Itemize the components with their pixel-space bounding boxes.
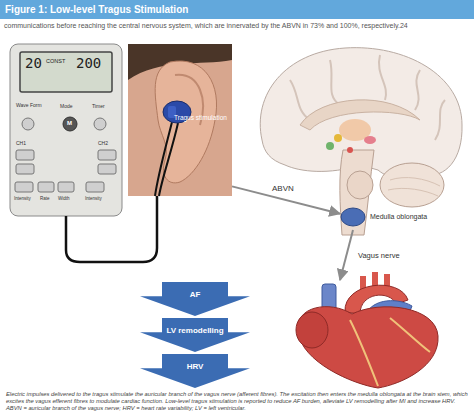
stimulator-device [20, 52, 112, 92]
stimulator-device [16, 164, 34, 174]
heart-illustration [390, 318, 430, 352]
brain-region: Medulla oblongata [340, 207, 366, 227]
cable [66, 196, 157, 262]
brain-illustration [326, 142, 334, 150]
effect-label: HRV [140, 362, 250, 372]
button-label: Timer [92, 104, 105, 110]
lcd-reading: 20 [25, 55, 42, 71]
brain-illustration [347, 147, 353, 153]
heart-illustration [372, 272, 378, 286]
channel-label: CH1 [16, 141, 26, 147]
figure-caption: Electric impulses delivered to the tragu… [6, 391, 468, 412]
stimulator-device [16, 150, 34, 160]
button-label: M [67, 120, 72, 127]
brain-illustration [347, 171, 373, 199]
lcd-mode: CONST [46, 58, 65, 64]
arrow-outline [140, 318, 250, 352]
region-label: Medulla oblongata [370, 212, 427, 221]
ear-photo [128, 44, 232, 196]
brain-illustration [364, 136, 376, 144]
panel-label: Tragus stimulation [174, 114, 227, 122]
ear-photo [128, 44, 232, 196]
brain-illustration [415, 70, 420, 110]
stimulator-device [58, 182, 74, 192]
edge-label: ABVN [272, 184, 294, 194]
oval-outline [340, 207, 366, 227]
heart-illustration [350, 320, 378, 386]
effect-arrow: LV remodelling [140, 318, 250, 352]
arrow-outline [140, 282, 250, 316]
vagus-arrow [340, 230, 353, 280]
brain-illustration [380, 163, 444, 207]
channel-label: CH2 [98, 141, 108, 147]
button-label: Wave Form [16, 103, 42, 109]
button-label: Intensity [85, 196, 102, 201]
stimulator-device [10, 44, 122, 216]
brain-illustration [334, 134, 342, 142]
stimulator-device [10, 44, 122, 216]
vagus-arrow [340, 230, 353, 280]
lcd-reading: 200 [76, 55, 101, 71]
stimulator-device [98, 164, 116, 174]
brain-illustration [330, 60, 340, 105]
heart-illustration [296, 312, 328, 348]
photo-panel: Tragus stimulation [128, 44, 232, 196]
stimulator-device [98, 150, 116, 160]
button-label: Mode [60, 104, 73, 110]
cable [66, 196, 157, 262]
heart-illustration [296, 272, 438, 388]
brain-illustration [290, 80, 310, 120]
brain-illustration [260, 48, 462, 235]
stimulator-device [94, 118, 106, 130]
button-label: Intensity [14, 196, 31, 201]
oval-outline [341, 208, 365, 226]
effect-label: AF [140, 290, 250, 300]
stimulator-device [63, 117, 77, 131]
brain-illustration [435, 100, 445, 140]
button-label: Width [58, 196, 70, 201]
brain-illustration [388, 178, 440, 196]
figure-title: Figure 1: Low-level Tragus Stimulation [0, 0, 474, 19]
ear-photo [155, 61, 216, 183]
brain-illustration [379, 55, 386, 100]
arrow-outline [140, 354, 250, 388]
nerve-label: Vagus nerve [358, 252, 400, 261]
ear-photo [159, 123, 178, 196]
stimulator-device [38, 182, 54, 192]
stimulator-device [22, 118, 34, 130]
stimulator-device [86, 182, 104, 192]
body-text-fragment: communications before reaching the centr… [4, 22, 470, 30]
brain-illustration [340, 150, 374, 235]
stimulator-device [15, 182, 33, 192]
effect-arrow: HRV [140, 354, 250, 388]
effect-arrow: AF [140, 282, 250, 316]
effect-label: LV remodelling [140, 326, 250, 336]
button-label: Rate [40, 196, 50, 201]
